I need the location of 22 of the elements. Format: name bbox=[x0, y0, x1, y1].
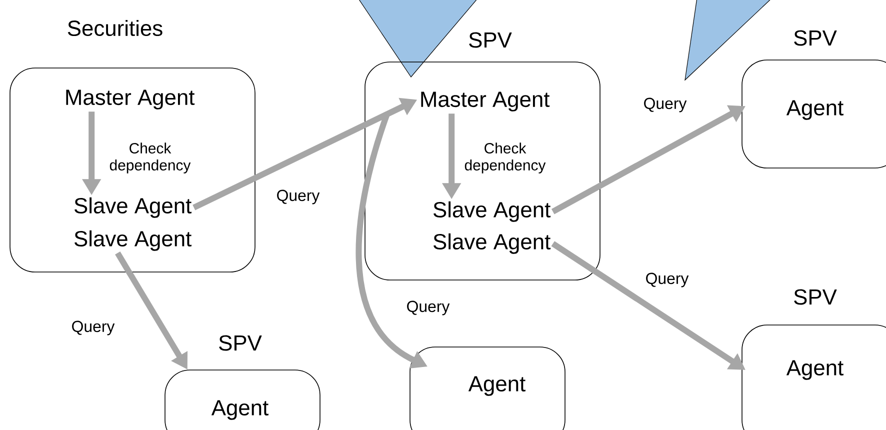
edge-label: Query bbox=[275, 188, 321, 206]
edge-label: Check dependency bbox=[106, 142, 194, 174]
box-label: SPV bbox=[219, 335, 262, 351]
box-label: Agent bbox=[211, 400, 268, 420]
edge-label: Check dependency bbox=[462, 142, 548, 174]
box-label: Agent bbox=[786, 100, 844, 120]
agent-label: Slave Agent bbox=[434, 233, 550, 254]
edge-label: Query bbox=[644, 272, 690, 288]
agent-label: Slave Agent bbox=[74, 230, 192, 251]
edge-label: Query bbox=[70, 320, 116, 336]
box-label: SPV bbox=[469, 32, 512, 48]
box-label: SPV bbox=[794, 30, 837, 46]
box-label: Agent bbox=[468, 376, 526, 396]
box-label: SPV bbox=[794, 289, 837, 305]
agent-label: Master Agent bbox=[421, 92, 550, 112]
agent-label: Slave Agent bbox=[74, 197, 192, 218]
edge-label: Query bbox=[405, 300, 451, 316]
edge-label: Query bbox=[642, 96, 688, 114]
agent-label: Master Agent bbox=[66, 90, 195, 110]
box-label: Securities bbox=[68, 20, 162, 36]
box-label: Agent bbox=[786, 360, 844, 380]
agent-label: Slave Agent bbox=[434, 201, 550, 222]
